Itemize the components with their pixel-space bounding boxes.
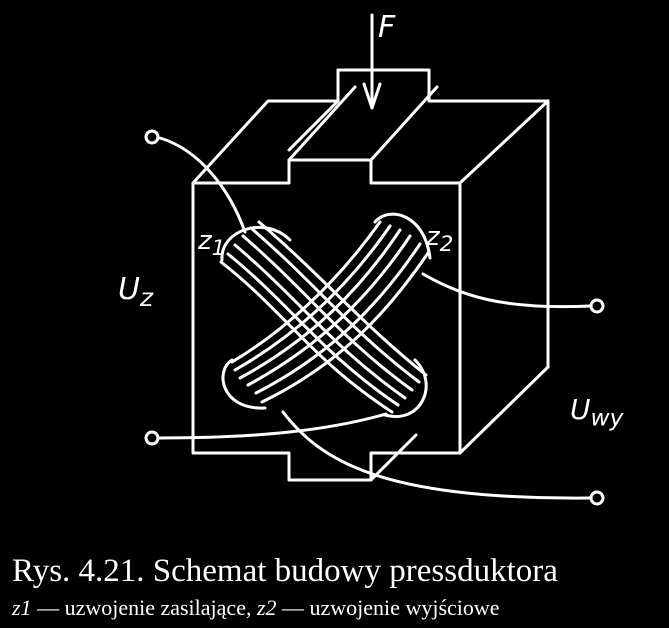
winding-z2-end-top	[373, 212, 432, 260]
winding-z2-end-bottom	[221, 358, 267, 410]
terminal-supply-bottom	[144, 430, 160, 446]
force-label: F	[378, 10, 396, 45]
lead-z1-bottom	[158, 412, 388, 440]
lead-z1-top	[158, 136, 247, 234]
core-top-face	[191, 68, 550, 185]
winding-z2-letter: z	[426, 222, 440, 252]
force-arrow	[362, 13, 382, 110]
supply-voltage-label: Uz	[118, 272, 153, 312]
legend-z1-text: — uzwojenie zasilające,	[31, 595, 257, 620]
terminal-supply-top	[144, 129, 160, 145]
core-slot-edges	[287, 85, 439, 162]
legend-z1-symbol: z1	[12, 595, 32, 620]
lead-z2-bottom	[281, 410, 592, 500]
core-side-face	[458, 99, 550, 455]
winding-z1-end-top	[220, 225, 292, 262]
core-block	[191, 68, 550, 482]
winding-z2-subscript: 2	[439, 232, 454, 258]
winding-z1-subscript: 1	[211, 236, 226, 262]
winding-z2-label: z2	[426, 222, 453, 257]
winding-z1-end-bottom	[383, 358, 428, 419]
figure-legend: z1 — uzwojenie zasilające, z2 — uzwojeni…	[12, 594, 664, 622]
supply-voltage-letter: U	[118, 272, 140, 307]
output-voltage-letter: U	[570, 393, 591, 426]
output-voltage-label: Uwy	[570, 393, 623, 432]
output-voltage-subscript: wy	[590, 403, 624, 432]
pressductor-diagram	[144, 13, 605, 506]
legend-z2-text: — uzwojenie wyjściowe	[276, 595, 500, 620]
winding-z1-label: z1	[198, 226, 225, 261]
supply-voltage-subscript: z	[139, 283, 154, 312]
winding-z1-letter: z	[198, 226, 212, 256]
legend-z2-symbol: z2	[256, 595, 277, 620]
core-bottom-notch	[369, 433, 418, 482]
lead-z2-top	[421, 272, 592, 309]
figure-caption: Rys. 4.21. Schemat budowy pressduktora	[12, 553, 558, 589]
winding-z2	[221, 212, 432, 410]
terminal-output-bottom	[589, 490, 605, 506]
terminal-output-top	[589, 298, 605, 314]
